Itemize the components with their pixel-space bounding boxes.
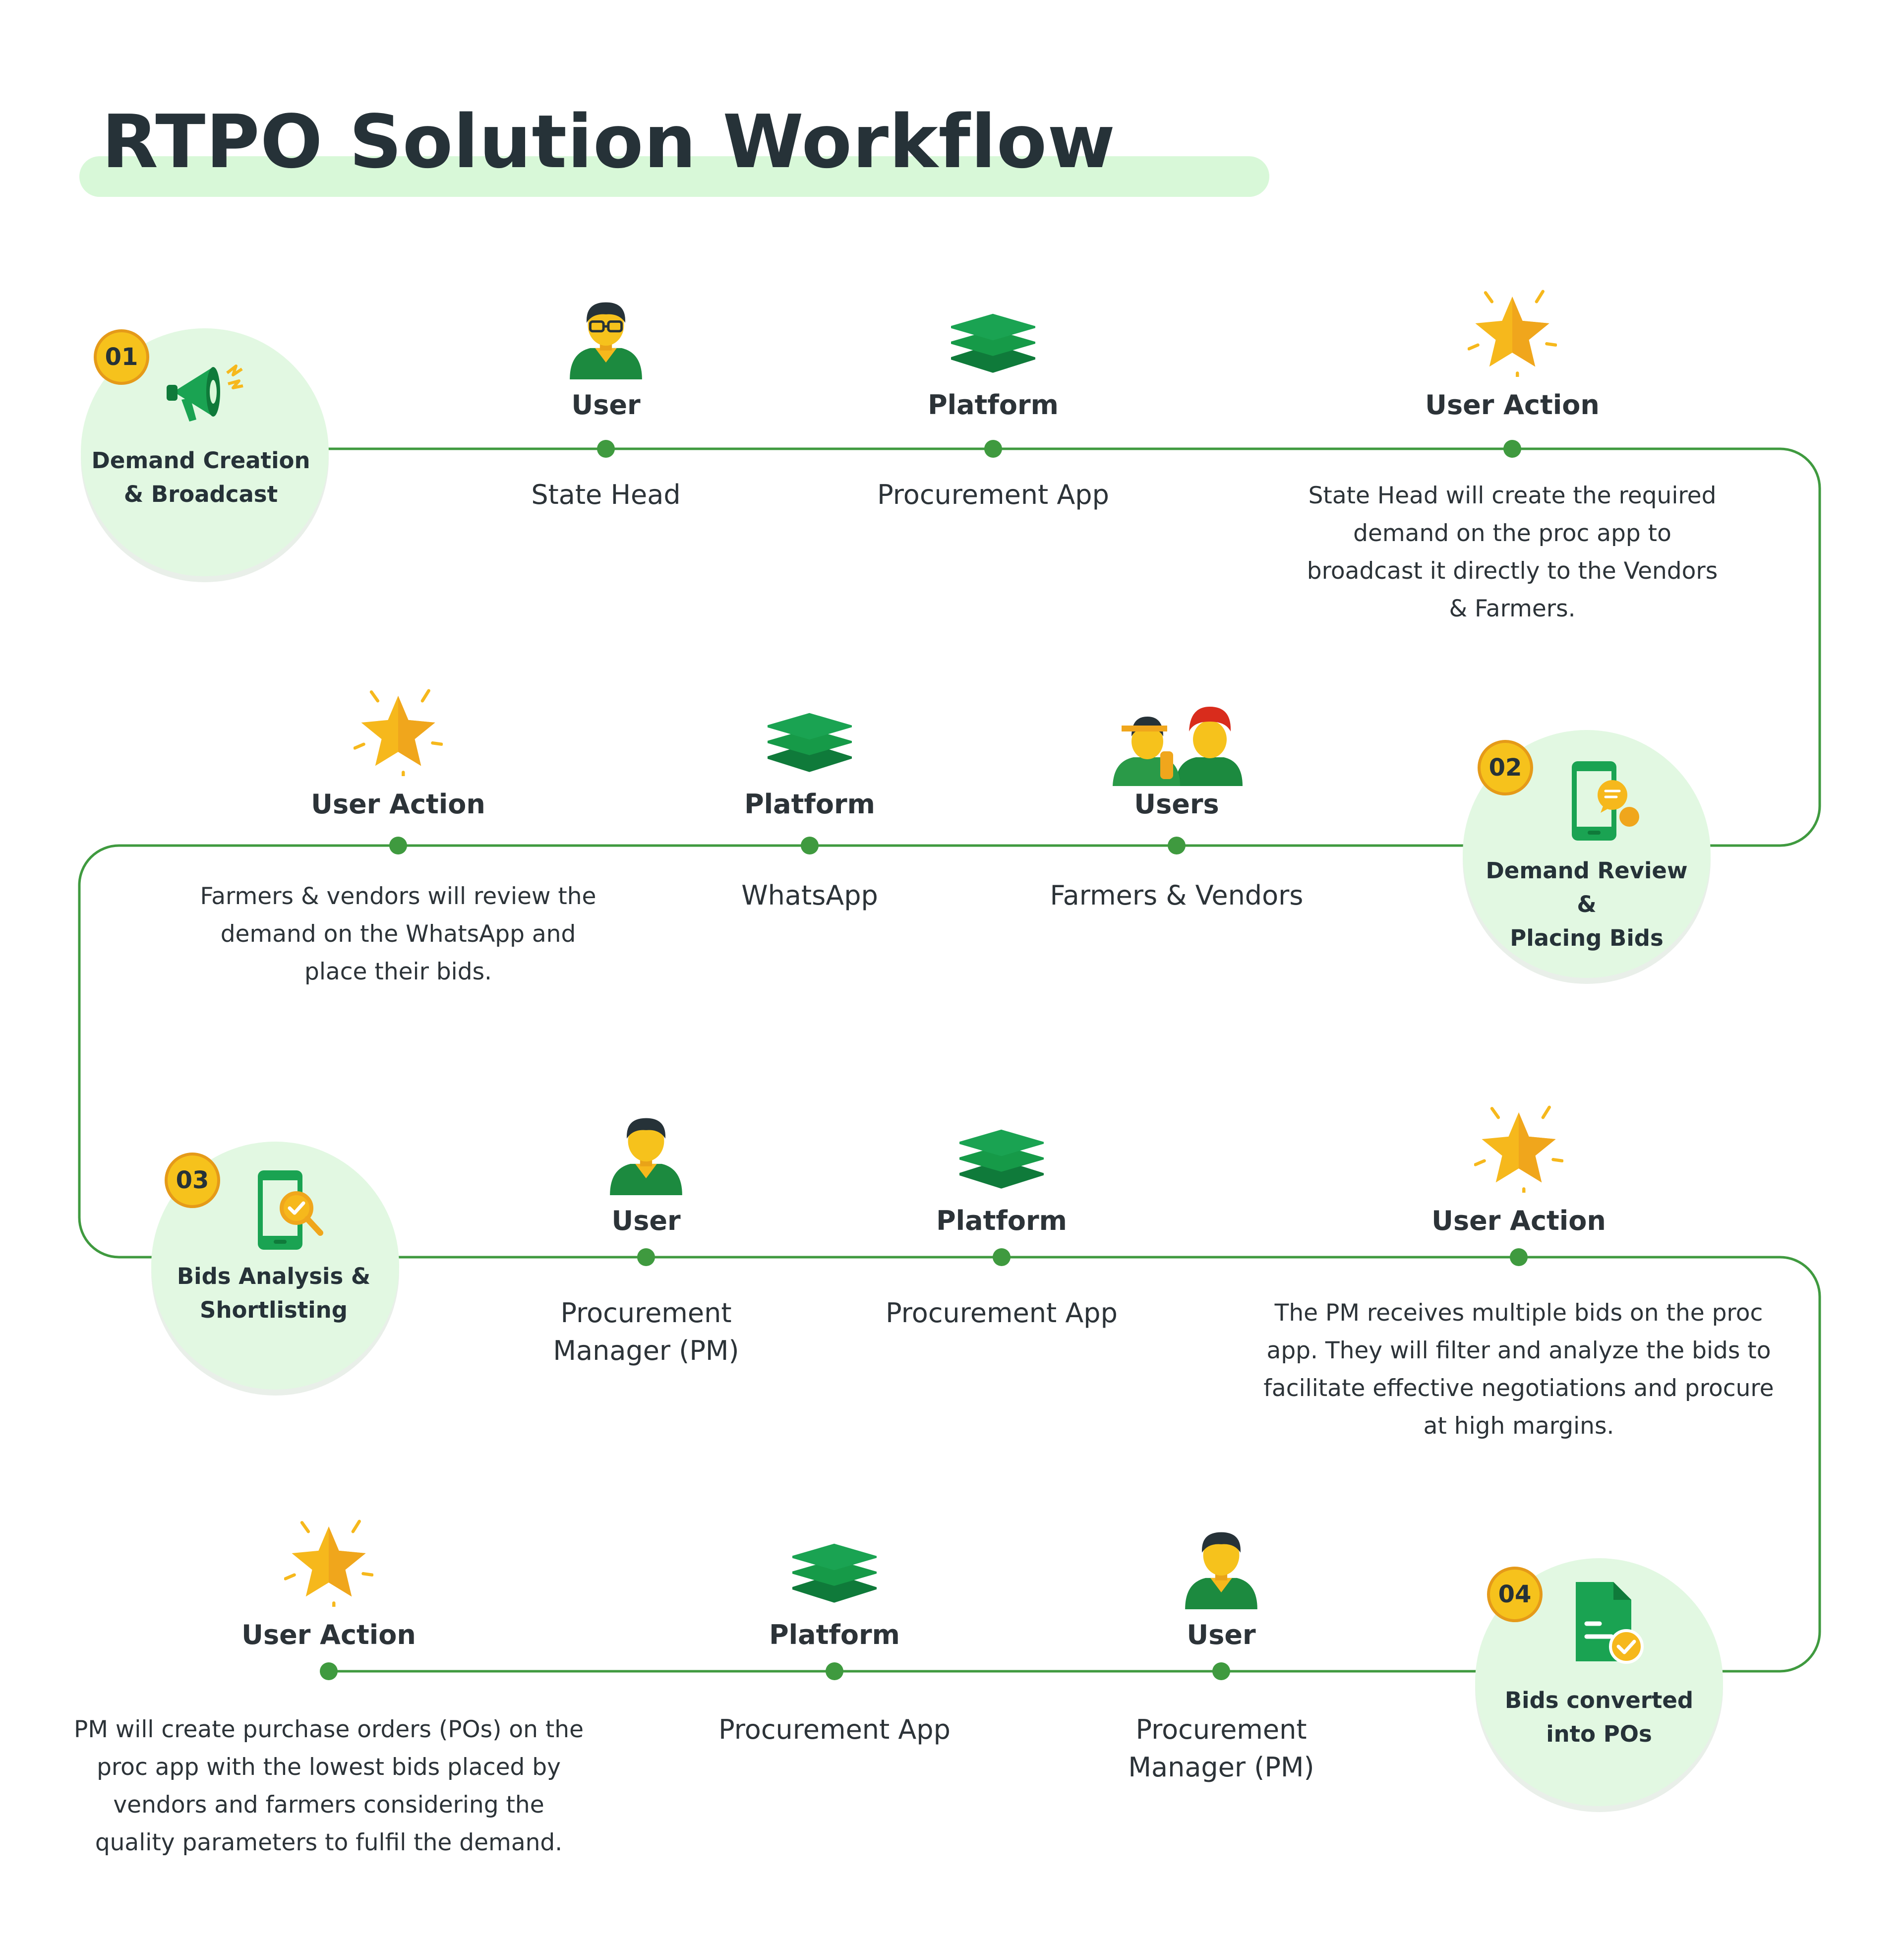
description-line: PM will create purchase orders (POs) on … xyxy=(73,1716,584,1743)
stage-03-platform-dot xyxy=(993,1248,1011,1266)
star-icon xyxy=(284,1518,373,1607)
description-line: proc app with the lowest bids placed by xyxy=(97,1754,561,1781)
stage-01-platform-label: Platform xyxy=(928,389,1059,421)
user-value-line: Procurement xyxy=(1135,1714,1307,1745)
stage-01-title-line1: Demand Creation xyxy=(91,447,310,474)
stage-01-user-dot xyxy=(597,440,615,458)
stage-04-platform-value: Procurement App xyxy=(718,1714,951,1745)
description-line: place their bids. xyxy=(304,958,492,985)
stage-03-action-dot xyxy=(1510,1248,1528,1266)
layers-icon xyxy=(768,704,852,774)
stage-02-badge: 02 xyxy=(1478,740,1533,795)
stage-02-user-dot xyxy=(1168,837,1186,854)
phone-search-icon xyxy=(233,1160,332,1260)
stage-04-user-value: Procurement Manager (PM) xyxy=(1072,1711,1370,1786)
stage-03-title: Bids Analysis & Shortlisting xyxy=(160,1260,388,1327)
stage-03-platform-value: Procurement App xyxy=(886,1297,1118,1329)
user-icon xyxy=(604,1111,688,1195)
stage-02-title-line1: Demand Review & xyxy=(1486,857,1688,917)
stage-01-action-dot xyxy=(1503,440,1521,458)
description-line: demand on the proc app to xyxy=(1353,520,1671,547)
user-icon xyxy=(1179,1525,1263,1609)
stage-01-title: Demand Creation & Broadcast xyxy=(87,444,315,511)
farmers-vendors-icon xyxy=(1111,692,1245,786)
layers-icon xyxy=(951,305,1035,374)
stage-02-action-dot xyxy=(389,837,407,854)
stage-03-title-line2: Shortlisting xyxy=(200,1297,348,1323)
stage-04-action-label: User Action xyxy=(241,1619,416,1650)
star-icon xyxy=(354,687,443,776)
stage-04-platform-label: Platform xyxy=(769,1619,900,1650)
description-line: app. They will filter and analyze the bi… xyxy=(1266,1337,1771,1364)
stage-01-action-description: State Head will create the required dema… xyxy=(1289,477,1735,628)
star-icon xyxy=(1474,1103,1563,1193)
stage-02-title: Demand Review & Placing Bids xyxy=(1473,854,1701,955)
description-line: facilitate effective negotiations and pr… xyxy=(1263,1375,1774,1402)
stage-02-title-line2: Placing Bids xyxy=(1510,925,1664,951)
stage-01-badge: 01 xyxy=(94,329,149,385)
user-value-line: Procurement xyxy=(560,1297,732,1329)
description-line: quality parameters to fulfil the demand. xyxy=(95,1829,563,1856)
stage-03-platform-label: Platform xyxy=(936,1205,1067,1236)
description-line: vendors and farmers considering the xyxy=(113,1791,544,1819)
stage-04-title: Bids converted into POs xyxy=(1485,1684,1713,1751)
stage-04-action-description: PM will create purchase orders (POs) on … xyxy=(66,1711,592,1862)
description-line: & Farmers. xyxy=(1449,595,1576,622)
stage-01-platform-dot xyxy=(984,440,1002,458)
user-value-line: Manager (PM) xyxy=(1128,1752,1314,1783)
description-line: broadcast it directly to the Vendors xyxy=(1307,557,1718,585)
description-line: demand on the WhatsApp and xyxy=(220,920,576,948)
layers-icon xyxy=(959,1121,1044,1190)
stage-03-badge: 03 xyxy=(165,1153,220,1208)
stage-02-platform-dot xyxy=(801,837,819,854)
stage-03-user-label: User xyxy=(611,1205,681,1236)
description-line: Farmers & vendors will review the xyxy=(200,883,596,910)
stage-02-platform-label: Platform xyxy=(744,789,875,820)
stage-01-user-value: State Head xyxy=(531,479,681,510)
stage-04-badge: 04 xyxy=(1487,1567,1543,1622)
description-line: at high margins. xyxy=(1423,1412,1614,1440)
page-title: RTPO Solution Workflow xyxy=(102,99,1116,184)
stage-02-platform-value: WhatsApp xyxy=(741,880,878,911)
stage-03-action-label: User Action xyxy=(1431,1205,1606,1236)
star-icon xyxy=(1468,288,1557,377)
layers-icon xyxy=(792,1535,877,1604)
document-check-icon xyxy=(1552,1572,1651,1671)
stage-02-user-value: Farmers & Vendors xyxy=(1050,880,1304,911)
description-line: State Head will create the required xyxy=(1308,482,1717,509)
stage-04-title-line1: Bids converted xyxy=(1504,1687,1694,1713)
user-value-line: Manager (PM) xyxy=(553,1335,739,1366)
stage-04-user-dot xyxy=(1212,1662,1230,1680)
title-highlight xyxy=(79,156,1269,197)
stage-04-title-line2: into POs xyxy=(1546,1721,1652,1747)
stage-02-action-label: User Action xyxy=(311,789,485,820)
stage-04-user-label: User xyxy=(1187,1619,1256,1650)
stage-03-user-value: Procurement Manager (PM) xyxy=(497,1294,795,1370)
stage-03-action-description: The PM receives multiple bids on the pro… xyxy=(1246,1294,1791,1445)
stage-03-title-line1: Bids Analysis & xyxy=(177,1263,371,1289)
stage-03-user-dot xyxy=(637,1248,655,1266)
stage-02-user-label: Users xyxy=(1134,789,1219,820)
stage-01-platform-value: Procurement App xyxy=(877,479,1109,510)
stage-01-title-line2: & Broadcast xyxy=(123,481,278,507)
phone-chat-icon xyxy=(1547,751,1646,851)
stage-04-platform-dot xyxy=(826,1662,843,1680)
stage-01-action-label: User Action xyxy=(1425,389,1600,421)
stage-01-user-label: User xyxy=(571,389,641,421)
megaphone-icon xyxy=(154,342,253,441)
user-glasses-icon xyxy=(564,295,648,379)
description-line: The PM receives multiple bids on the pro… xyxy=(1274,1299,1763,1327)
stage-04-action-dot xyxy=(320,1662,338,1680)
stage-02-action-description: Farmers & vendors will review the demand… xyxy=(180,878,616,991)
